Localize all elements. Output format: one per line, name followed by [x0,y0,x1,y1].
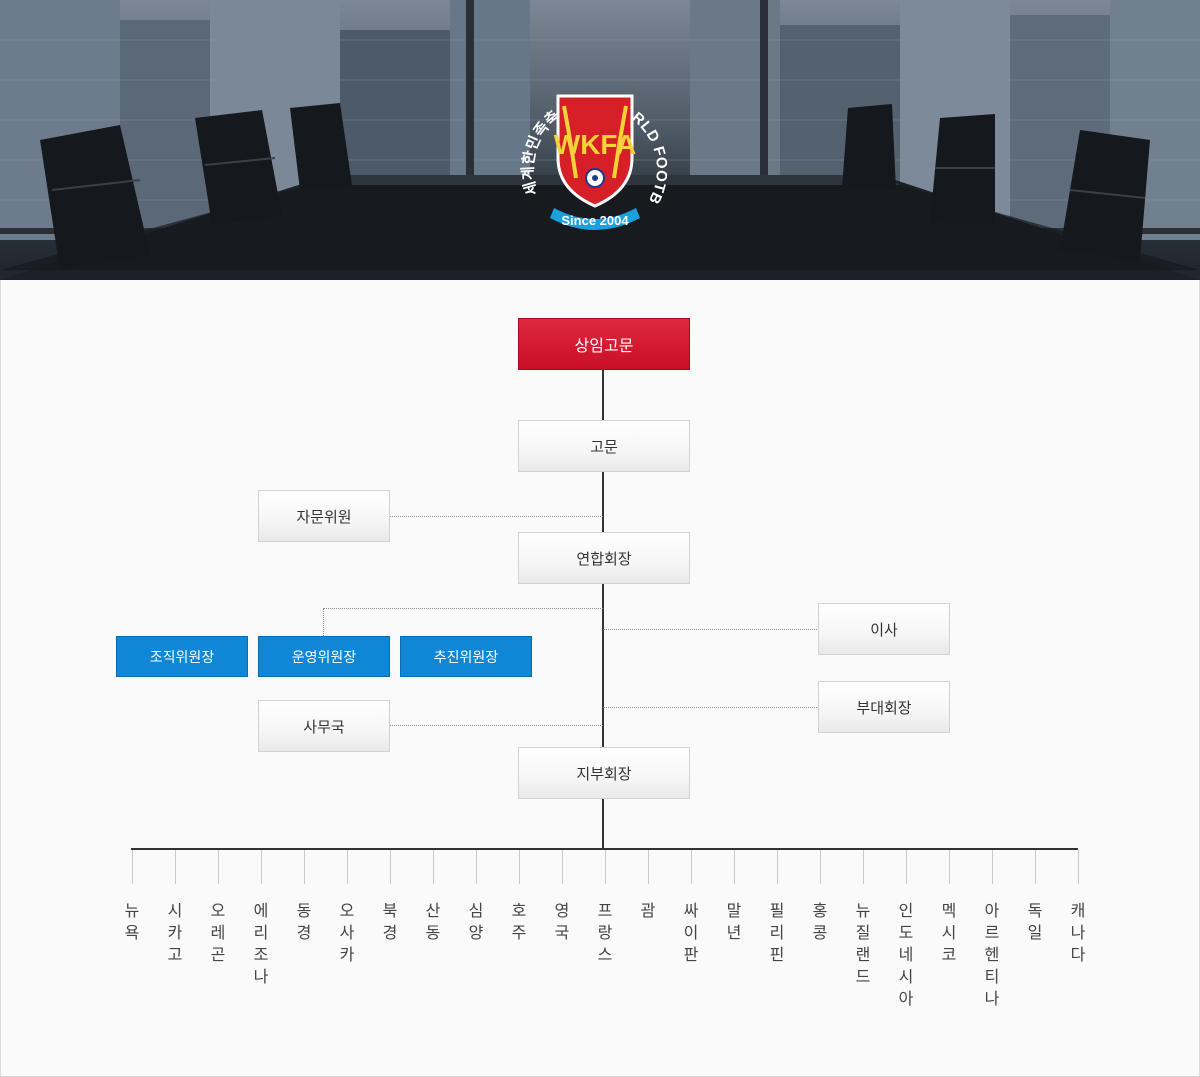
branch-tick [992,850,993,884]
boardroom-illustration [0,0,1200,280]
branch-tick [175,850,176,884]
branch-tick [1035,850,1036,884]
node-committee-organization[interactable]: 조직위원장 [116,636,248,677]
branch-bar [131,848,1078,850]
branch-tick [605,850,606,884]
node-secretariat[interactable]: 사무국 [258,700,390,752]
branch-tick [648,850,649,884]
branch-tick [132,850,133,884]
node-advisory-council[interactable]: 자문위원 [258,490,390,542]
branch-tick [734,850,735,884]
logo-since-text: Since 2004 [561,213,629,228]
branch-tick [476,850,477,884]
wkfa-logo: 세계한민족축구대회 WORLD FOOTBALL FEDERATION WKFA… [510,58,680,238]
branch-tick [691,850,692,884]
branch-tick [261,850,262,884]
secretariat-connector [389,725,603,726]
node-committee-operation[interactable]: 운영위원장 [258,636,390,677]
branch-tick [519,850,520,884]
node-president[interactable]: 연합회장 [518,532,690,584]
director-connector [603,629,819,630]
node-senior-advisor[interactable]: 상임고문 [518,318,690,370]
node-advisor[interactable]: 고문 [518,420,690,472]
header-banner: 세계한민족축구대회 WORLD FOOTBALL FEDERATION WKFA… [0,0,1200,280]
branch-tick [433,850,434,884]
branch-tick [777,850,778,884]
branch-tick [390,850,391,884]
branch-tick [820,850,821,884]
branch-tick [347,850,348,884]
node-branch-head[interactable]: 지부회장 [518,747,690,799]
node-director[interactable]: 이사 [818,603,950,655]
branch-tick [1078,850,1079,884]
council-connector [389,516,603,517]
branch-tick [304,850,305,884]
branch-tick [218,850,219,884]
branch-label[interactable]: 괌 [640,901,656,920]
branch-tick [949,850,950,884]
committee-connector [323,608,603,609]
logo-text: WKFA [554,129,636,160]
organization-chart: 상임고문 고문 자문위원 연합회장 조직위원장 운영위원장 추진위원장 이사 부… [0,280,1200,1077]
node-committee-promotion[interactable]: 추진위원장 [400,636,532,677]
branch-tick [863,850,864,884]
node-vice-president[interactable]: 부대회장 [818,681,950,733]
branch-tick [562,850,563,884]
branch-tick [906,850,907,884]
trunk-line [602,369,604,850]
vice-president-connector [603,707,819,708]
committee-drop [323,608,324,636]
